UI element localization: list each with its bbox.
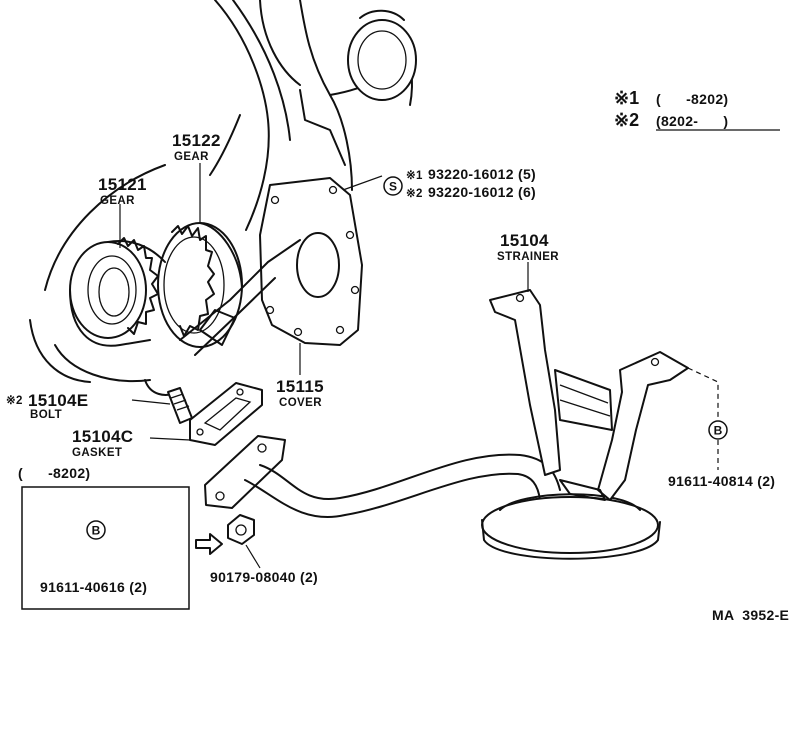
strainer-bolt-symbol-circle: B [708, 420, 728, 440]
nut-part: 90179-08040 (2) [210, 569, 318, 585]
cover-number: 15115 [276, 377, 324, 396]
leader-lines [119, 163, 719, 569]
nut-90179 [195, 514, 255, 555]
bolt-mark: ※2 [6, 394, 23, 407]
strainer-name: STRAINER [497, 251, 559, 263]
strainer-number: 15104 [500, 231, 549, 250]
legend-range-2: (8202- ) [656, 113, 728, 129]
inset-range: ( -8202) [18, 465, 90, 481]
inset-bolt-symbol-circle: B [86, 520, 106, 540]
screw-line-2: 93220-16012 (6) [428, 184, 536, 200]
screw-symbol-circle: S [383, 176, 403, 196]
bolt-15104e [167, 387, 193, 424]
screw-line-1: 93220-16012 (5) [428, 166, 536, 182]
legend-range-1: ( -8202) [656, 91, 728, 107]
screw-symbol: S [389, 180, 397, 194]
figure-code: MA 3952-E [712, 607, 789, 623]
gear-15121 [69, 237, 166, 347]
legend-mark-2: ※2 [614, 110, 639, 130]
gear-15122 [157, 222, 243, 348]
legend-mark-1: ※1 [614, 88, 639, 108]
screw-mark-1: ※1 [406, 169, 423, 182]
gear-15122-number: 15122 [172, 131, 221, 150]
gasket-15104c [189, 382, 263, 446]
bolt-name: BOLT [30, 409, 62, 421]
inset-box [21, 486, 190, 610]
gear-15122-name: GEAR [174, 151, 209, 163]
screw-mark-2: ※2 [406, 187, 423, 200]
gasket-name: GASKET [72, 447, 122, 459]
strainer-15104 [204, 289, 689, 560]
gear-15121-number: 15121 [98, 175, 147, 194]
cover-name: COVER [279, 397, 322, 409]
strainer-bolt-part: 91611-40814 (2) [668, 473, 775, 489]
gear-15121-name: GEAR [100, 195, 135, 207]
gasket-number: 15104C [72, 427, 133, 446]
cover-15115 [259, 89, 363, 346]
inset-part: 91611-40616 (2) [40, 579, 147, 595]
strainer-bolt-symbol: B [714, 424, 723, 438]
inset-bolt-symbol: B [92, 524, 101, 538]
engine-housing [29, 0, 417, 383]
pump-body [144, 239, 301, 396]
bolt-number: 15104E [28, 391, 88, 410]
